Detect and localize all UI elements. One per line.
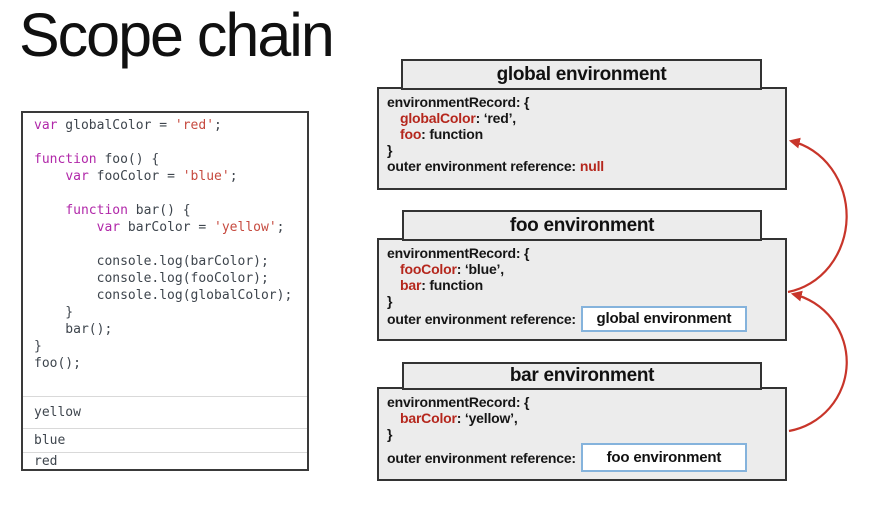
- code-line: function foo() {: [34, 152, 160, 167]
- outer-reference-row-global: outer environment reference: null: [387, 158, 777, 174]
- code-line: var globalColor = 'red';: [34, 118, 222, 133]
- console-line: red: [23, 452, 307, 469]
- outer-reference-label: outer environment reference:: [387, 311, 576, 327]
- env-body-global: environmentRecord: {globalColor: ‘red’,f…: [377, 87, 787, 190]
- code-line: [34, 185, 307, 202]
- record-line: }: [387, 426, 393, 442]
- code-line: console.log(fooColor);: [34, 271, 269, 286]
- record-line: environmentRecord: {: [387, 94, 530, 110]
- code-line: [34, 236, 307, 253]
- code-block: var globalColor = 'red'; function foo() …: [23, 113, 307, 372]
- record-line: barColor: ‘yellow’,: [400, 410, 518, 426]
- scope-arrow-bar-to-foo: [788, 290, 848, 433]
- env-header-foo: foo environment: [402, 210, 762, 241]
- code-line: function bar() {: [65, 203, 191, 218]
- code-line: foo();: [34, 356, 81, 371]
- slide-title: Scope chain: [19, 1, 335, 69]
- outer-reference-box-foo-environment: foo environment: [580, 443, 747, 472]
- code-line: bar();: [34, 322, 113, 337]
- outer-reference-value-null: null: [579, 158, 604, 174]
- code-line: var barColor = 'yellow';: [96, 220, 285, 235]
- record-line: fooColor: ‘blue’,: [400, 261, 504, 277]
- outer-reference-label: outer environment reference:: [387, 449, 576, 466]
- outer-reference-row-foo: outer environment reference: global envi…: [387, 306, 747, 332]
- environment-record-foo: environmentRecord: {fooColor: ‘blue’,bar…: [387, 245, 777, 309]
- console-line: yellow: [23, 396, 307, 428]
- record-line: foo: function: [400, 126, 483, 142]
- code-line: console.log(barColor);: [34, 254, 269, 269]
- code-line: var fooColor = 'blue';: [65, 169, 238, 184]
- record-line: }: [387, 142, 393, 158]
- code-line: console.log(globalColor);: [34, 288, 293, 303]
- env-header-global: global environment: [401, 59, 762, 90]
- environment-record-global: environmentRecord: {globalColor: ‘red’,f…: [387, 94, 777, 158]
- env-body-foo: environmentRecord: {fooColor: ‘blue’,bar…: [377, 238, 787, 341]
- scope-arrow-foo-to-global: [787, 137, 848, 294]
- code-panel: var globalColor = 'red'; function foo() …: [21, 111, 309, 471]
- env-body-bar: environmentRecord: {barColor: ‘yellow’,}…: [377, 387, 787, 481]
- env-header-bar: bar environment: [402, 362, 762, 390]
- outer-reference-box-global-environment: global environment: [580, 306, 747, 332]
- code-line: }: [34, 339, 42, 354]
- record-line: environmentRecord: {: [387, 245, 530, 261]
- record-line: }: [387, 293, 393, 309]
- console-line: blue: [23, 428, 307, 452]
- record-line: bar: function: [400, 277, 483, 293]
- code-line: }: [34, 305, 74, 320]
- environment-record-bar: environmentRecord: {barColor: ‘yellow’,}: [387, 394, 777, 442]
- record-line: globalColor: ‘red’,: [400, 110, 516, 126]
- code-line: [34, 134, 307, 151]
- record-line: environmentRecord: {: [387, 394, 530, 410]
- outer-reference-row-bar: outer environment reference: foo environ…: [387, 443, 747, 472]
- outer-reference-label: outer environment reference:: [387, 158, 576, 174]
